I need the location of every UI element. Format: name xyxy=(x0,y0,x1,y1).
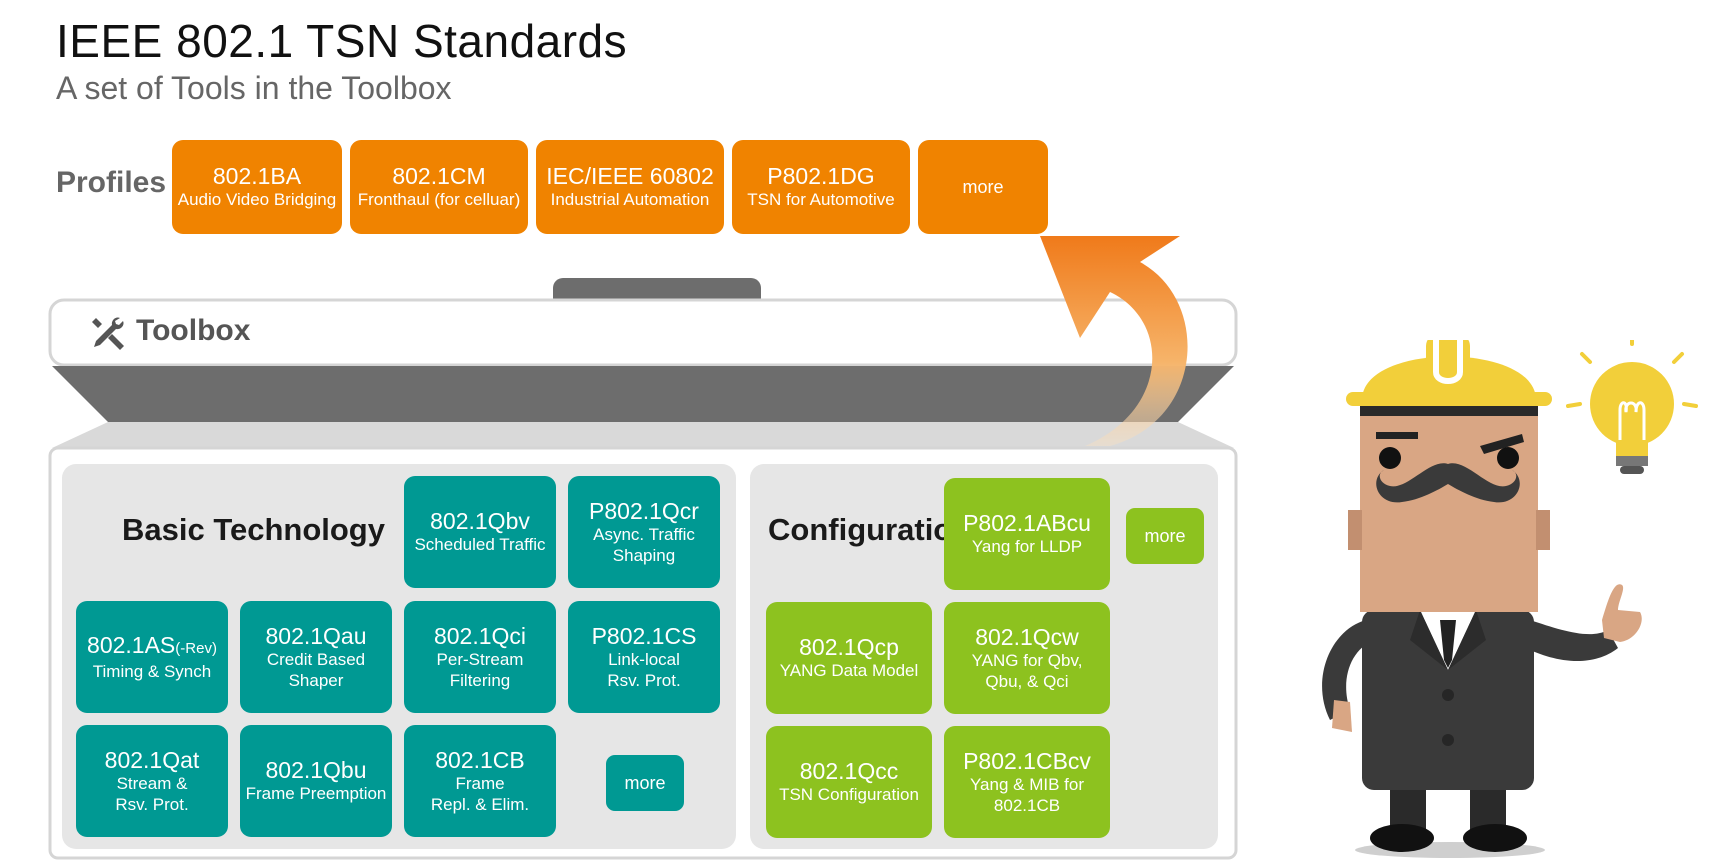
tile-desc: Frame xyxy=(455,773,505,793)
profile-tile-60802[interactable]: IEC/IEEE 60802 Industrial Automation xyxy=(536,140,724,234)
tile-desc-line2: Filtering xyxy=(449,670,511,690)
toolbox-label: Toolbox xyxy=(136,314,251,347)
profiles-label: Profiles xyxy=(56,166,167,199)
tile-code: P802.1Qcr xyxy=(589,497,699,524)
tile-desc: Per-Stream xyxy=(436,649,524,669)
more-label: more xyxy=(624,772,666,793)
tile-desc: Audio Video Bridging xyxy=(177,190,337,209)
tile-code: IEC/IEEE 60802 xyxy=(546,163,714,189)
tile-802-1as[interactable]: 802.1AS(-Rev) Timing & Synch xyxy=(76,601,228,713)
tile-code: 802.1Qat xyxy=(104,746,200,773)
tile-desc-line2: Repl. & Elim. xyxy=(430,794,530,814)
config-more-button[interactable]: more xyxy=(1126,508,1204,564)
page-title: IEEE 802.1 TSN Standards xyxy=(56,15,628,67)
tile-code: P802.1CBcv xyxy=(963,747,1091,774)
tile-desc-line2: Rsv. Prot. xyxy=(115,794,189,814)
tile-802-1cb[interactable]: 802.1CB Frame Repl. & Elim. xyxy=(404,725,556,837)
tile-desc: Scheduled Traffic xyxy=(414,535,546,554)
tile-desc: Fronthaul (for celluar) xyxy=(357,190,521,209)
profile-tile-p802-1dg[interactable]: P802.1DG TSN for Automotive xyxy=(732,140,910,234)
lightbulb-icon xyxy=(1566,340,1698,474)
tile-802-1qbv[interactable]: 802.1Qbv Scheduled Traffic xyxy=(404,476,556,588)
tile-desc-line2: Shaper xyxy=(288,670,344,690)
tile-p802-1cbcv[interactable]: P802.1CBcv Yang & MIB for 802.1CB xyxy=(944,726,1110,838)
tile-code: 802.1Qbu xyxy=(265,757,367,783)
tile-802-1qcc[interactable]: 802.1Qcc TSN Configuration xyxy=(766,726,932,838)
tile-desc: Yang & MIB for xyxy=(969,774,1084,794)
tile-code: 802.1CB xyxy=(435,746,525,773)
tile-code: 802.1Qcp xyxy=(799,634,899,660)
engineer-illustration xyxy=(1322,340,1698,858)
tile-802-1qcp[interactable]: 802.1Qcp YANG Data Model xyxy=(766,602,932,714)
configuration-title: Configuration xyxy=(768,512,972,547)
tile-p802-1qcr[interactable]: P802.1Qcr Async. Traffic Shaping xyxy=(568,476,720,588)
tile-desc: Frame Preemption xyxy=(245,784,387,803)
tile-code: 802.1CM xyxy=(392,163,486,189)
tile-code: 802.1Qbv xyxy=(430,508,530,534)
tile-desc: Industrial Automation xyxy=(550,190,710,209)
tile-code: P802.1DG xyxy=(767,163,875,189)
upgrade-arrow xyxy=(1040,236,1188,446)
tile-desc: YANG Data Model xyxy=(779,661,919,680)
tile-code: 802.1Qau xyxy=(265,622,367,649)
tile-desc: YANG for Qbv, xyxy=(971,650,1083,670)
tile-desc: Link-local xyxy=(608,649,680,669)
tile-code: 802.1Qcw xyxy=(975,623,1079,650)
profiles-more-button[interactable]: more xyxy=(918,140,1048,234)
tile-code: 802.1AS(-Rev) xyxy=(87,631,217,661)
tile-desc-line2: Qbu, & Qci xyxy=(985,671,1069,691)
profile-tile-802-1ba[interactable]: 802.1BA Audio Video Bridging xyxy=(172,140,342,234)
tile-desc: Credit Based xyxy=(266,649,366,669)
tile-p802-1abcu[interactable]: P802.1ABcu Yang for LLDP xyxy=(944,478,1110,590)
basic-technology-title: Basic Technology xyxy=(122,512,385,547)
toolbox-lid-slope xyxy=(52,366,1234,422)
tile-802-1qci[interactable]: 802.1Qci Per-Stream Filtering xyxy=(404,601,556,713)
tile-802-1qbu[interactable]: 802.1Qbu Frame Preemption xyxy=(240,725,392,837)
more-label: more xyxy=(962,176,1004,197)
tile-code: 802.1Qci xyxy=(433,622,527,649)
tile-p802-1cs[interactable]: P802.1CS Link-local Rsv. Prot. xyxy=(568,601,720,713)
tile-code: 802.1Qcc xyxy=(799,758,899,784)
tile-desc-line2: Rsv. Prot. xyxy=(607,670,681,690)
profile-tile-802-1cm[interactable]: 802.1CM Fronthaul (for celluar) xyxy=(350,140,528,234)
tile-code: P802.1ABcu xyxy=(963,510,1091,536)
tile-desc-line2: 802.1CB xyxy=(993,795,1061,815)
toolbox-rim xyxy=(52,422,1234,448)
tile-code-main: 802.1AS xyxy=(87,631,176,658)
tile-desc: Yang for LLDP xyxy=(971,537,1083,556)
more-label: more xyxy=(1144,525,1186,546)
tile-desc-line2: Shaping xyxy=(612,545,676,565)
tile-code-suffix: (-Rev) xyxy=(175,639,217,657)
tile-code: 802.1BA xyxy=(212,163,302,189)
tile-code: P802.1CS xyxy=(591,622,697,649)
tile-desc: Timing & Synch xyxy=(92,661,212,681)
tile-desc: Async. Traffic xyxy=(593,524,695,544)
tile-802-1qau[interactable]: 802.1Qau Credit Based Shaper xyxy=(240,601,392,713)
toolbox-lid-bar xyxy=(48,298,1238,367)
tile-802-1qat[interactable]: 802.1Qat Stream & Rsv. Prot. xyxy=(76,725,228,837)
page-subtitle: A set of Tools in the Toolbox xyxy=(56,70,452,106)
tile-desc: TSN Configuration xyxy=(779,785,919,804)
tile-802-1qcw[interactable]: 802.1Qcw YANG for Qbv, Qbu, & Qci xyxy=(944,602,1110,714)
tile-desc: Stream & xyxy=(116,773,188,793)
tools-icon xyxy=(92,317,124,350)
basic-more-button[interactable]: more xyxy=(606,755,684,811)
tile-desc: TSN for Automotive xyxy=(747,190,895,209)
